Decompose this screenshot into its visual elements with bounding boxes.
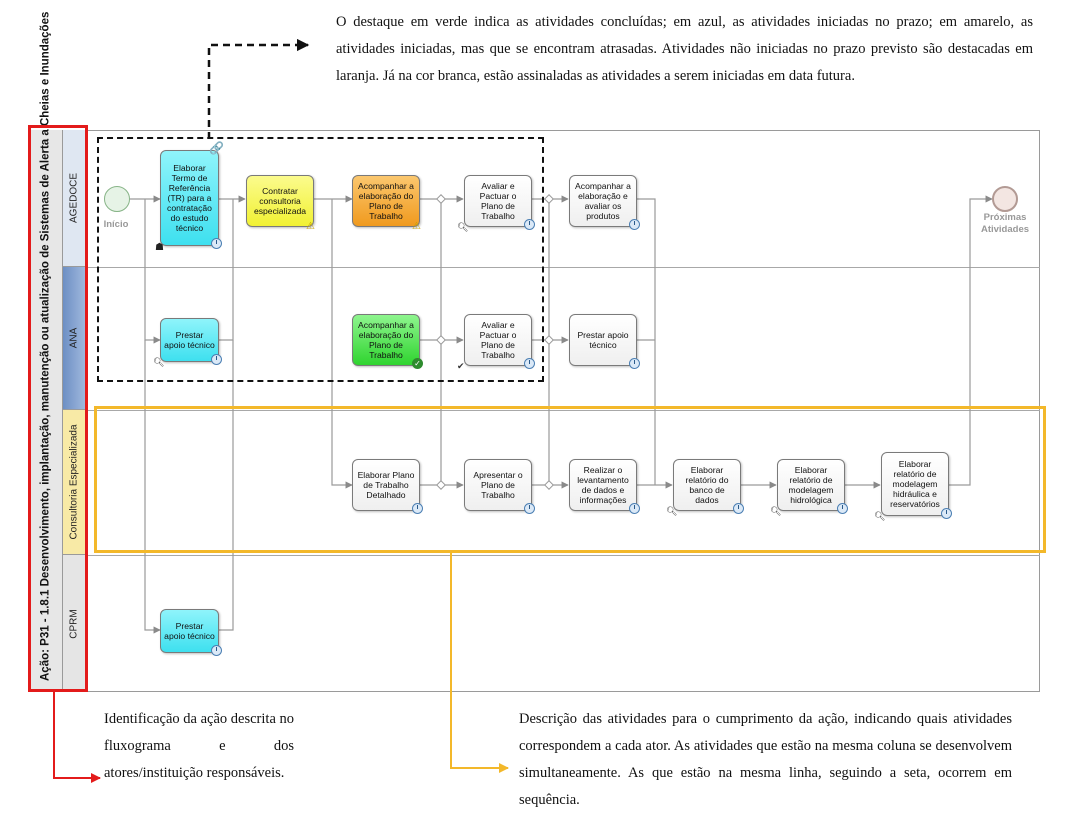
- lane-label-ana: ANA: [63, 267, 85, 410]
- task-label: Elaborar relatório de modelagem hidráuli…: [890, 459, 940, 509]
- task-relatorio-banco-dados[interactable]: Elaborar relatório do banco de dados 🔍︎: [666, 459, 744, 516]
- activities-highlight: [94, 406, 1046, 553]
- task-avaliar-pactuar-ana[interactable]: Avaliar e Pactuar o Plano de Trabalho ✔: [457, 314, 535, 371]
- lane-label-agedoce: AGEDOCE: [63, 130, 85, 267]
- lane-divider: [85, 410, 1040, 411]
- task-label: Elaborar Termo de Referência (TR) para a…: [167, 163, 212, 233]
- legend-note: O destaque em verde indica as atividades…: [336, 14, 1033, 84]
- clock-icon: [211, 645, 222, 656]
- end-event[interactable]: [992, 186, 1018, 212]
- warning-icon: ⚠: [306, 221, 315, 232]
- pool-label: Ação: P31 - 1.8.1 Desenvolvimento, impla…: [30, 12, 63, 692]
- check-icon: ✓: [412, 358, 423, 369]
- task-relatorio-modelagem-hidraulica[interactable]: Elaborar relatório de modelagem hidráuli…: [874, 452, 952, 521]
- task-label: Prestar apoio técnico: [164, 621, 215, 641]
- task-label: Contratar consultoria especializada: [253, 186, 307, 216]
- task-label: Elaborar Plano de Trabalho Detalhado: [357, 470, 415, 500]
- task-label: Realizar o levantamento de dados e infor…: [577, 465, 629, 505]
- clock-icon: [524, 219, 535, 230]
- clock-icon: [837, 503, 848, 514]
- task-prestar-apoio-ana-2[interactable]: Prestar apoio técnico: [569, 314, 640, 369]
- task-acompanhar-plano-agedoce[interactable]: Acompanhar a elaboração do Plano de Trab…: [352, 175, 421, 232]
- task-label: Acompanhar a elaboração e avaliar os pro…: [575, 181, 631, 221]
- task-prestar-apoio-ana[interactable]: Prestar apoio técnico 🔍︎: [153, 318, 222, 367]
- task-label: Apresentar o Plano de Trabalho: [473, 470, 523, 500]
- link-icon: 🔗: [209, 141, 224, 155]
- task-relatorio-modelagem-hidrologica[interactable]: Elaborar relatório de modelagem hidrológ…: [770, 459, 848, 516]
- clock-icon: [629, 358, 640, 369]
- clock-icon: [629, 503, 640, 514]
- clock-icon: [524, 358, 535, 369]
- clock-icon: [412, 503, 423, 514]
- task-elaborar-tr[interactable]: Elaborar Termo de Referência (TR) para a…: [155, 142, 224, 253]
- clock-icon: [524, 503, 535, 514]
- task-levantamento-dados[interactable]: Realizar o levantamento de dados e infor…: [569, 459, 640, 514]
- magnifier-icon: 🔍︎: [153, 357, 165, 367]
- task-label: Prestar apoio técnico: [164, 330, 215, 350]
- clock-icon: [211, 238, 222, 249]
- lane-label-cprm: CPRM: [63, 555, 85, 692]
- task-label: Elaborar relatório do banco de dados: [685, 465, 729, 505]
- lane-label-consultoria: Consultoria Especializada: [63, 410, 85, 555]
- task-label: Acompanhar a elaboração do Plano de Trab…: [358, 181, 414, 221]
- start-event-label: Início: [103, 219, 129, 230]
- user-icon: ☗: [155, 242, 164, 253]
- task-label: Acompanhar a elaboração do Plano de Trab…: [358, 320, 414, 360]
- task-prestar-apoio-cprm[interactable]: Prestar apoio técnico: [160, 609, 222, 656]
- task-label: Avaliar e Pactuar o Plano de Trabalho: [479, 320, 517, 360]
- task-label: Avaliar e Pactuar o Plano de Trabalho: [479, 181, 517, 221]
- warning-icon: ⚠: [412, 221, 421, 232]
- magnifier-icon: 🔍︎: [457, 222, 469, 232]
- lane-divider: [85, 555, 1040, 556]
- task-avaliar-pactuar-agedoce[interactable]: Avaliar e Pactuar o Plano de Trabalho 🔍︎: [457, 175, 535, 232]
- clock-icon: [733, 503, 744, 514]
- task-contratar-consultoria[interactable]: Contratar consultoria especializada ⚠: [246, 175, 315, 232]
- magnifier-icon: 🔍︎: [666, 506, 678, 516]
- action-identification-highlight: [28, 125, 88, 692]
- task-label: Elaborar relatório de modelagem hidrológ…: [788, 465, 834, 505]
- task-label: Prestar apoio técnico: [577, 330, 629, 350]
- magnifier-icon: 🔍︎: [874, 511, 886, 521]
- task-acompanhar-plano-ana[interactable]: Acompanhar a elaboração do Plano de Trab…: [352, 314, 423, 369]
- activities-description-note: Descrição das atividades para o cumprime…: [519, 711, 1012, 808]
- magnifier-icon: 🔍︎: [770, 506, 782, 516]
- end-event-label: Próximas Atividades: [980, 212, 1030, 235]
- clock-icon: [629, 219, 640, 230]
- clock-icon: [941, 508, 952, 519]
- clock-icon: [211, 354, 222, 365]
- legend-highlight-box: [97, 137, 544, 382]
- lane-divider: [85, 267, 1040, 268]
- task-apresentar-plano[interactable]: Apresentar o Plano de Trabalho: [464, 459, 535, 514]
- action-identification-note: Identificação da ação descrita no fluxog…: [104, 711, 295, 781]
- start-event[interactable]: [104, 186, 130, 212]
- checkmark-icon: ✔: [457, 361, 465, 371]
- task-acompanhar-produtos[interactable]: Acompanhar a elaboração e avaliar os pro…: [569, 175, 640, 230]
- task-elaborar-plano-detalhado[interactable]: Elaborar Plano de Trabalho Detalhado: [352, 459, 423, 514]
